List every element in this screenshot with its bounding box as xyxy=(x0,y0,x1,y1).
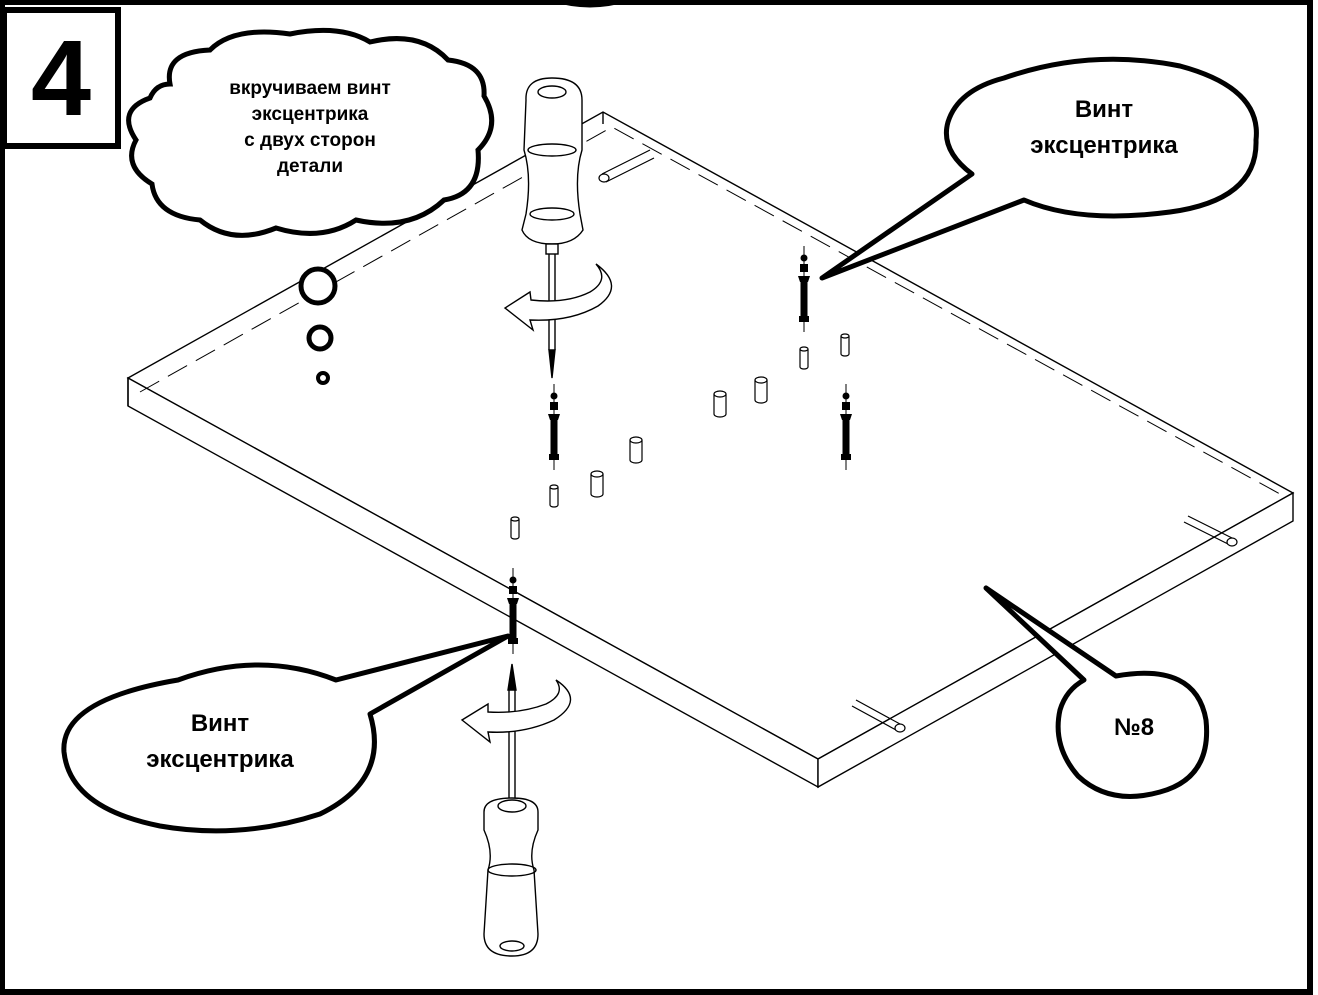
thought-cloud xyxy=(126,27,495,238)
thought-line: детали xyxy=(277,156,343,177)
step-number: 4 xyxy=(30,17,92,138)
speech-bubble-bottom-left xyxy=(61,633,511,834)
rotation-arrow-icon xyxy=(503,263,613,332)
part-number-label: №8 xyxy=(1113,714,1155,741)
bottom-left-label: Винт эксцентрика xyxy=(100,706,340,778)
part-bubble xyxy=(983,585,1210,799)
top-tab xyxy=(551,0,629,8)
thought-bubble xyxy=(316,371,330,385)
top-right-label-line: Винт xyxy=(1074,96,1134,123)
edge-holes xyxy=(598,149,1238,733)
thought-line: вкручиваем винт xyxy=(229,78,391,99)
top-right-label: Винт эксцентрика xyxy=(984,92,1224,164)
thought-line: эксцентрика xyxy=(251,104,369,125)
thought-text: вкручиваем винт эксцентрика с двух сторо… xyxy=(160,76,460,180)
speech-bubble-top-right xyxy=(819,56,1259,281)
thought-bubble xyxy=(306,324,334,352)
step-box xyxy=(1,7,121,149)
thought-bubble xyxy=(298,266,338,306)
bottom-left-label-line: эксцентрика xyxy=(146,746,294,773)
thought-line: с двух сторон xyxy=(244,130,376,151)
rotation-arrow-icon xyxy=(460,679,572,744)
bottom-left-label-line: Винт xyxy=(190,710,250,737)
top-right-label-line: эксцентрика xyxy=(1030,132,1178,159)
screwdriver-icon xyxy=(483,663,539,957)
screwdriver-icon xyxy=(521,77,584,379)
